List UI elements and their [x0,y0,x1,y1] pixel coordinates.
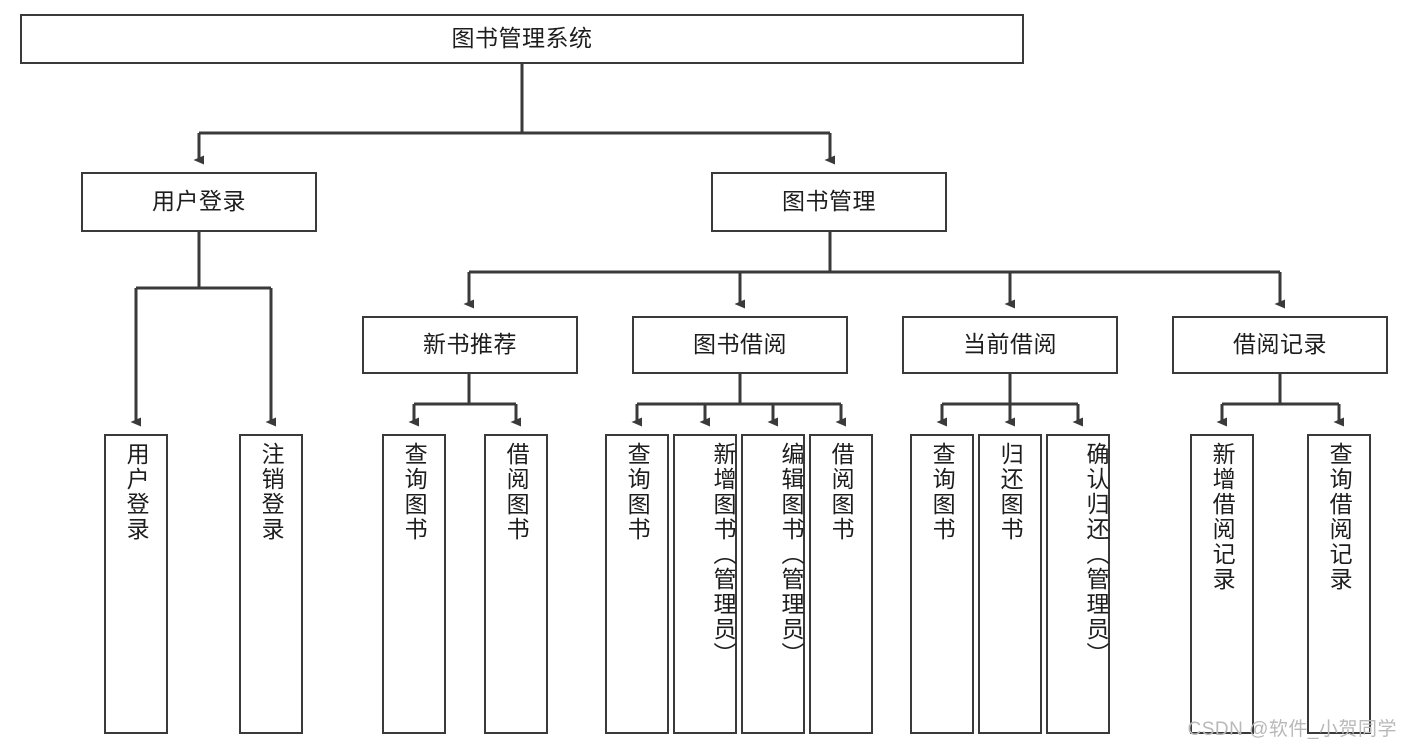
node-leaf-logout-login[interactable]: 注销登录 [239,434,303,734]
node-new-book-recommend[interactable]: 新书推荐 [362,316,578,374]
node-label: 查询借阅记录 [1326,442,1353,592]
node-leaf-query-book-2[interactable]: 查询图书 [605,434,669,734]
node-leaf-return-book[interactable]: 归还图书 [978,434,1042,734]
node-label: 图书借阅 [693,331,787,358]
node-leaf-borrow-book-1[interactable]: 借阅图书 [484,434,548,734]
node-label: 查询图书 [929,442,956,542]
node-leaf-borrow-book-2[interactable]: 借阅图书 [809,434,873,734]
node-current-borrow[interactable]: 当前借阅 [902,316,1118,374]
node-label: 借阅记录 [1233,331,1327,358]
node-label: 查询图书 [401,442,428,542]
node-user-login[interactable]: 用户登录 [81,172,317,232]
node-borrow-record[interactable]: 借阅记录 [1172,316,1388,374]
node-label: 新增图书（管理员） [710,442,736,667]
node-label: 确认归还（管理员） [1083,442,1109,667]
node-label: 新增借阅记录 [1209,442,1236,592]
node-leaf-confirm-return[interactable]: 确认归还（管理员） [1046,434,1110,734]
node-label: 借阅图书 [503,442,530,542]
node-leaf-user-login[interactable]: 用户登录 [104,434,168,734]
node-leaf-query-book-1[interactable]: 查询图书 [382,434,446,734]
node-leaf-add-record[interactable]: 新增借阅记录 [1190,434,1254,734]
node-label: 当前借阅 [963,331,1057,358]
watermark-text: CSDN @软件_小贺同学 [1187,719,1397,740]
node-label: 归还图书 [997,442,1024,542]
node-leaf-add-book[interactable]: 新增图书（管理员） [673,434,737,734]
node-label: 借阅图书 [828,442,855,542]
node-label: 用户登录 [152,188,246,215]
node-label: 查询图书 [624,442,651,542]
node-label: 注销登录 [258,442,285,542]
node-label: 编辑图书（管理员） [778,442,804,667]
node-label: 用户登录 [123,442,150,542]
node-book-borrow[interactable]: 图书借阅 [632,316,848,374]
node-label: 图书管理 [782,188,876,215]
node-leaf-edit-book[interactable]: 编辑图书（管理员） [741,434,805,734]
node-label: 新书推荐 [423,331,517,358]
node-leaf-query-book-3[interactable]: 查询图书 [910,434,974,734]
node-book-management[interactable]: 图书管理 [711,172,947,232]
node-book-management-system[interactable]: 图书管理系统 [20,14,1024,64]
node-leaf-query-record[interactable]: 查询借阅记录 [1307,434,1371,734]
node-label: 图书管理系统 [451,25,593,52]
